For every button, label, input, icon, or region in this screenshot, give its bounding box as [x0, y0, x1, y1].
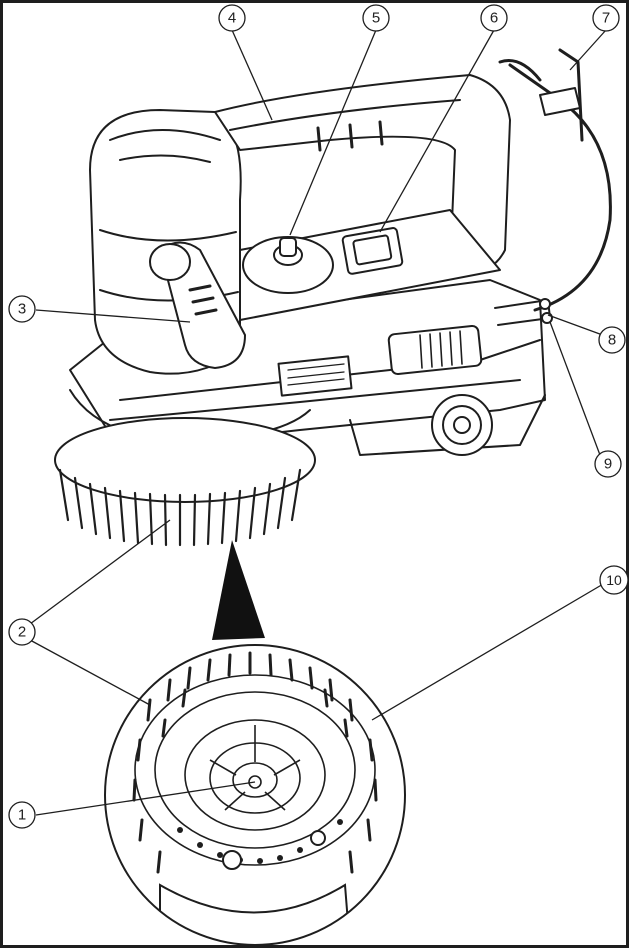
svg-text:8: 8 [608, 332, 616, 349]
hose [508, 63, 612, 312]
svg-text:1: 1 [18, 807, 26, 824]
callout-5: 5 [362, 4, 390, 32]
leader-lines [29, 29, 611, 816]
detail-bristles [132, 651, 378, 874]
brush-detail-view [105, 645, 405, 945]
svg-text:9: 9 [604, 456, 612, 473]
top-handle [214, 74, 511, 274]
callout-10: 10 [599, 565, 629, 595]
svg-text:7: 7 [602, 10, 610, 27]
callout-8: 8 [598, 326, 626, 354]
zoom-cone [212, 540, 265, 640]
svg-text:3: 3 [18, 301, 26, 318]
callout-1: 1 [8, 801, 36, 829]
svg-text:6: 6 [490, 10, 498, 27]
callout-9: 9 [594, 450, 622, 478]
brush-bristles [58, 468, 302, 547]
callout-7: 7 [592, 4, 620, 32]
callout-6: 6 [480, 4, 508, 32]
svg-text:2: 2 [18, 624, 26, 641]
brush-head [54, 417, 316, 503]
callout-3: 3 [8, 295, 36, 323]
svg-text:10: 10 [606, 572, 622, 588]
svg-text:5: 5 [372, 10, 380, 27]
callout-4: 4 [218, 4, 246, 32]
machine-illustration [54, 48, 612, 547]
callouts: 1 2 3 4 5 6 7 8 [8, 4, 629, 829]
rating-plate [277, 355, 353, 397]
svg-text:4: 4 [228, 10, 236, 27]
callout-2: 2 [8, 618, 36, 646]
